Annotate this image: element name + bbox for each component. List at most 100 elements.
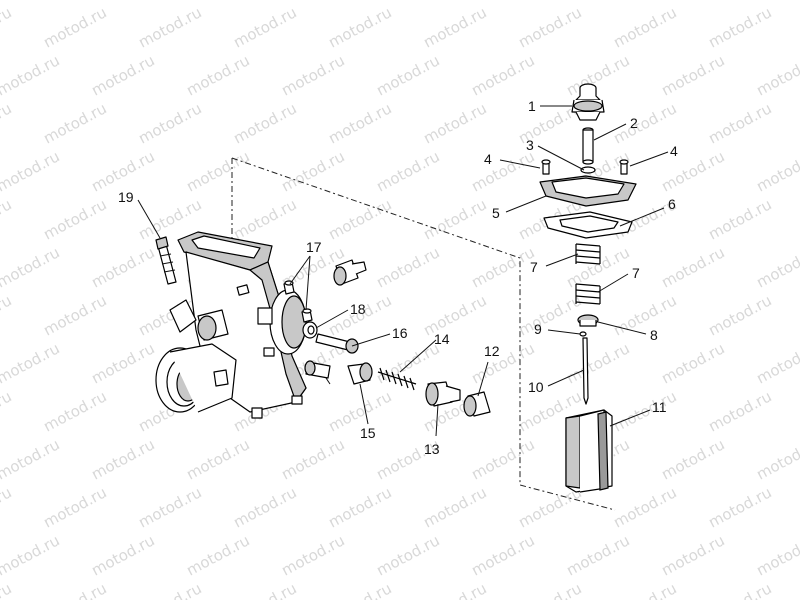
top-cover-5 bbox=[539, 175, 637, 207]
fitting-left bbox=[304, 360, 331, 385]
watermark-text: motod.ru bbox=[610, 3, 679, 51]
watermark-text: motod.ru bbox=[705, 99, 774, 147]
callout-2: 2 bbox=[630, 115, 638, 131]
watermark-text: motod.ru bbox=[135, 3, 204, 51]
watermark-text: motod.ru bbox=[0, 531, 63, 579]
callout-7-upper: 7 bbox=[530, 259, 538, 275]
watermark-text: motod.ru bbox=[278, 0, 347, 4]
watermark-text: motod.ru bbox=[468, 243, 537, 291]
watermark-text: motod.ru bbox=[563, 0, 632, 4]
watermark-text: motod.ru bbox=[183, 0, 252, 4]
callout-5: 5 bbox=[492, 205, 500, 221]
callout-4-right: 4 bbox=[670, 143, 678, 159]
watermark-text: motod.ru bbox=[563, 531, 632, 579]
watermark-text: motod.ru bbox=[325, 483, 394, 531]
watermark-text: motod.ru bbox=[88, 435, 157, 483]
watermark-text: motod.ru bbox=[0, 339, 63, 387]
watermark-text: motod.ru bbox=[420, 291, 489, 339]
plunger-15 bbox=[347, 362, 373, 385]
watermark-text: motod.ru bbox=[0, 147, 63, 195]
watermark-text: motod.ru bbox=[753, 435, 800, 483]
rubber-boot-1 bbox=[571, 83, 605, 121]
watermark-text: motod.ru bbox=[515, 579, 584, 600]
watermark-text: motod.ru bbox=[753, 0, 800, 4]
watermark-text: motod.ru bbox=[278, 531, 347, 579]
watermark-text: motod.ru bbox=[88, 339, 157, 387]
watermark-text: motod.ru bbox=[658, 147, 727, 195]
watermark-text: motod.ru bbox=[705, 291, 774, 339]
watermark-text: motod.ru bbox=[230, 483, 299, 531]
callout-18: 18 bbox=[350, 301, 366, 317]
callout-9: 9 bbox=[534, 321, 542, 337]
watermark-text: motod.ru bbox=[0, 195, 15, 243]
watermark-text: motod.ru bbox=[88, 531, 157, 579]
adjuster-13 bbox=[425, 381, 461, 407]
spring-7-lower bbox=[575, 283, 601, 305]
watermark-text: motod.ru bbox=[563, 339, 632, 387]
spring-7-upper bbox=[575, 243, 601, 265]
watermark-text: motod.ru bbox=[563, 51, 632, 99]
watermark-text: motod.ru bbox=[658, 339, 727, 387]
leader-lines bbox=[137, 105, 669, 437]
watermark-text: motod.ru bbox=[705, 195, 774, 243]
watermark-text: motod.ru bbox=[183, 531, 252, 579]
callout-16: 16 bbox=[392, 325, 408, 341]
screw-4-right bbox=[619, 159, 629, 175]
watermark-text: motod.ru bbox=[420, 99, 489, 147]
watermark-text: motod.ru bbox=[0, 243, 63, 291]
carburetor-body bbox=[155, 231, 307, 419]
watermark-text: motod.ru bbox=[0, 387, 15, 435]
watermark-text: motod.ru bbox=[183, 51, 252, 99]
watermark-text: motod.ru bbox=[753, 531, 800, 579]
callout-10: 10 bbox=[528, 379, 544, 395]
watermark-text: motod.ru bbox=[753, 339, 800, 387]
callout-3: 3 bbox=[526, 137, 534, 153]
watermark-text: motod.ru bbox=[230, 3, 299, 51]
watermark-text: motod.ru bbox=[373, 531, 442, 579]
watermark-text: motod.ru bbox=[658, 243, 727, 291]
spring-14 bbox=[377, 367, 417, 391]
watermark-text: motod.ru bbox=[753, 51, 800, 99]
watermark-text: motod.ru bbox=[610, 387, 679, 435]
watermark-text: motod.ru bbox=[468, 531, 537, 579]
watermark-text: motod.ru bbox=[135, 483, 204, 531]
watermark-text: motod.ru bbox=[373, 339, 442, 387]
callout-7-lower: 7 bbox=[632, 265, 640, 281]
watermark-text: motod.ru bbox=[515, 3, 584, 51]
callout-14: 14 bbox=[434, 331, 450, 347]
watermark-text: motod.ru bbox=[88, 0, 157, 4]
elbow-fitting bbox=[333, 259, 367, 286]
watermark-text: motod.ru bbox=[610, 99, 679, 147]
watermark-text: motod.ru bbox=[420, 483, 489, 531]
watermark-text: motod.ru bbox=[183, 435, 252, 483]
watermark-text: motod.ru bbox=[658, 0, 727, 4]
watermark-text: motod.ru bbox=[0, 51, 63, 99]
watermark-text: motod.ru bbox=[658, 531, 727, 579]
nipple-17-upper bbox=[283, 280, 295, 295]
watermark-text: motod.ru bbox=[230, 195, 299, 243]
watermark-text: motod.ru bbox=[610, 291, 679, 339]
callout-19: 19 bbox=[118, 189, 134, 205]
watermark-text: motod.ru bbox=[135, 99, 204, 147]
watermark-text: motod.ru bbox=[563, 243, 632, 291]
watermark-text: motod.ru bbox=[0, 0, 63, 4]
watermark-text: motod.ru bbox=[420, 195, 489, 243]
watermark-text: motod.ru bbox=[373, 147, 442, 195]
callout-13: 13 bbox=[424, 441, 440, 457]
watermark-text: motod.ru bbox=[373, 243, 442, 291]
watermark-text: motod.ru bbox=[610, 483, 679, 531]
watermark-text: motod.ru bbox=[0, 99, 15, 147]
watermark-text: motod.ru bbox=[325, 579, 394, 600]
watermark-text: motod.ru bbox=[278, 435, 347, 483]
watermark-text: motod.ru bbox=[468, 51, 537, 99]
callout-labels: 1 2 3 4 4 5 6 7 7 8 9 10 11 12 13 14 15 … bbox=[118, 98, 678, 457]
watermark-text: motod.ru bbox=[88, 243, 157, 291]
cable-guide-2 bbox=[582, 127, 594, 165]
screw-4-left bbox=[541, 159, 551, 175]
watermark-text: motod.ru bbox=[610, 579, 679, 600]
watermark-text: motod.ru bbox=[230, 99, 299, 147]
callout-15: 15 bbox=[360, 425, 376, 441]
watermark-text: motod.ru bbox=[325, 3, 394, 51]
clip-9 bbox=[579, 331, 587, 337]
